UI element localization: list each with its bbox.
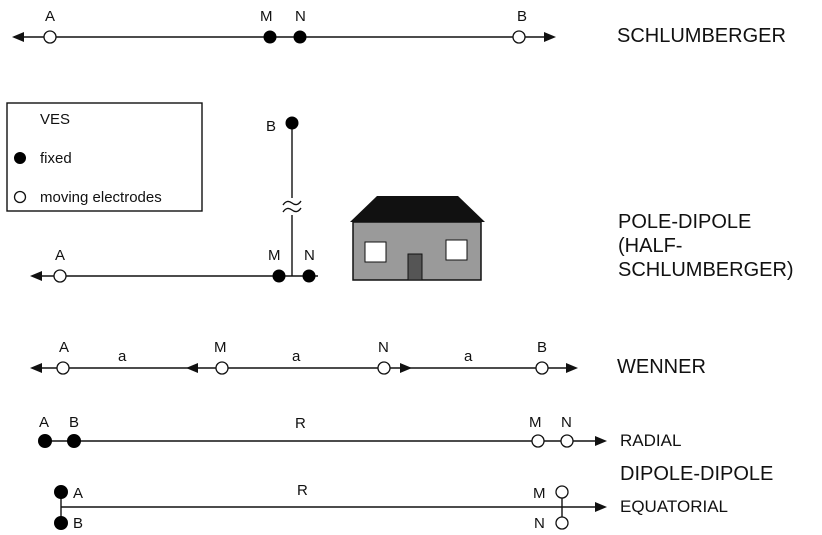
spacing-label-3: a [464,348,473,365]
electrode-b [68,435,81,448]
label-a: A [55,247,65,264]
legend-moving-marker [15,192,26,203]
house-window-right [446,240,467,260]
break-symbol-upper [283,201,301,205]
right-arrowhead-2 [566,363,578,373]
electrode-m [216,362,228,374]
array-name-pole-dipole-3: SCHLUMBERGER) [618,259,794,281]
left-arrowhead-2 [186,363,198,373]
label-m: M [214,339,227,356]
equatorial-dipole-array: A B M N R EQUATORIAL [55,482,729,532]
break-symbol-lower [283,208,301,212]
electrode-m [273,270,285,282]
electrode-b [513,31,525,43]
label-n: N [304,247,315,264]
legend-moving-label: moving electrodes [40,189,162,206]
label-b: B [517,8,527,25]
house-window-left [365,242,386,262]
electrode-n [303,270,315,282]
spacing-label-1: a [118,348,127,365]
electrode-a [57,362,69,374]
house-door [408,254,422,280]
legend: VES fixed moving electrodes [7,103,202,211]
left-arrowhead [30,271,42,281]
label-b: B [73,515,83,532]
legend-fixed-marker [15,153,26,164]
right-arrowhead [595,436,607,446]
electrode-n [561,435,573,447]
label-a: A [73,485,83,502]
label-n: N [378,339,389,356]
electrode-a [44,31,56,43]
label-a: A [59,339,69,356]
left-arrowhead-1 [30,363,42,373]
array-name-wenner: WENNER [617,356,706,378]
wenner-array: A M N B a a a WENNER [30,339,706,378]
house-roof [350,196,485,222]
distance-label: R [295,415,306,432]
electrode-b [286,117,298,129]
label-a: A [45,8,55,25]
left-arrowhead [12,32,24,42]
legend-fixed-label: fixed [40,150,72,167]
array-name-pole-dipole-2: (HALF- [618,235,682,257]
electrode-a [39,435,52,448]
array-name-equatorial: EQUATORIAL [620,497,728,516]
electrode-a [54,270,66,282]
electrode-m [264,31,276,43]
electrode-n [294,31,306,43]
right-arrowhead [544,32,556,42]
distance-label: R [297,482,308,499]
label-m: M [533,485,546,502]
electrode-a [55,486,68,499]
house-illustration [350,196,485,280]
label-b: B [69,414,79,431]
label-b: B [537,339,547,356]
label-n: N [295,8,306,25]
label-m: M [260,8,273,25]
right-arrowhead [595,502,607,512]
electrode-b [536,362,548,374]
spacing-label-2: a [292,348,301,365]
schlumberger-array: A M N B SCHLUMBERGER [12,8,786,47]
label-m: M [268,247,281,264]
electrode-b [55,517,68,530]
label-a: A [39,414,49,431]
electrode-m [532,435,544,447]
electrode-n [556,517,568,529]
label-n: N [561,414,572,431]
label-m: M [529,414,542,431]
right-arrowhead-1 [400,363,412,373]
electrode-m [556,486,568,498]
array-name-radial: RADIAL [620,431,681,450]
array-name-schlumberger: SCHLUMBERGER [617,25,786,47]
legend-title: VES [40,111,70,128]
radial-dipole-array: A B M N R RADIAL [39,414,682,450]
electrode-n [378,362,390,374]
label-n: N [534,515,545,532]
label-b: B [266,118,276,135]
array-name-dipole-dipole: DIPOLE-DIPOLE [620,463,773,485]
array-name-pole-dipole-1: POLE-DIPOLE [618,211,751,233]
